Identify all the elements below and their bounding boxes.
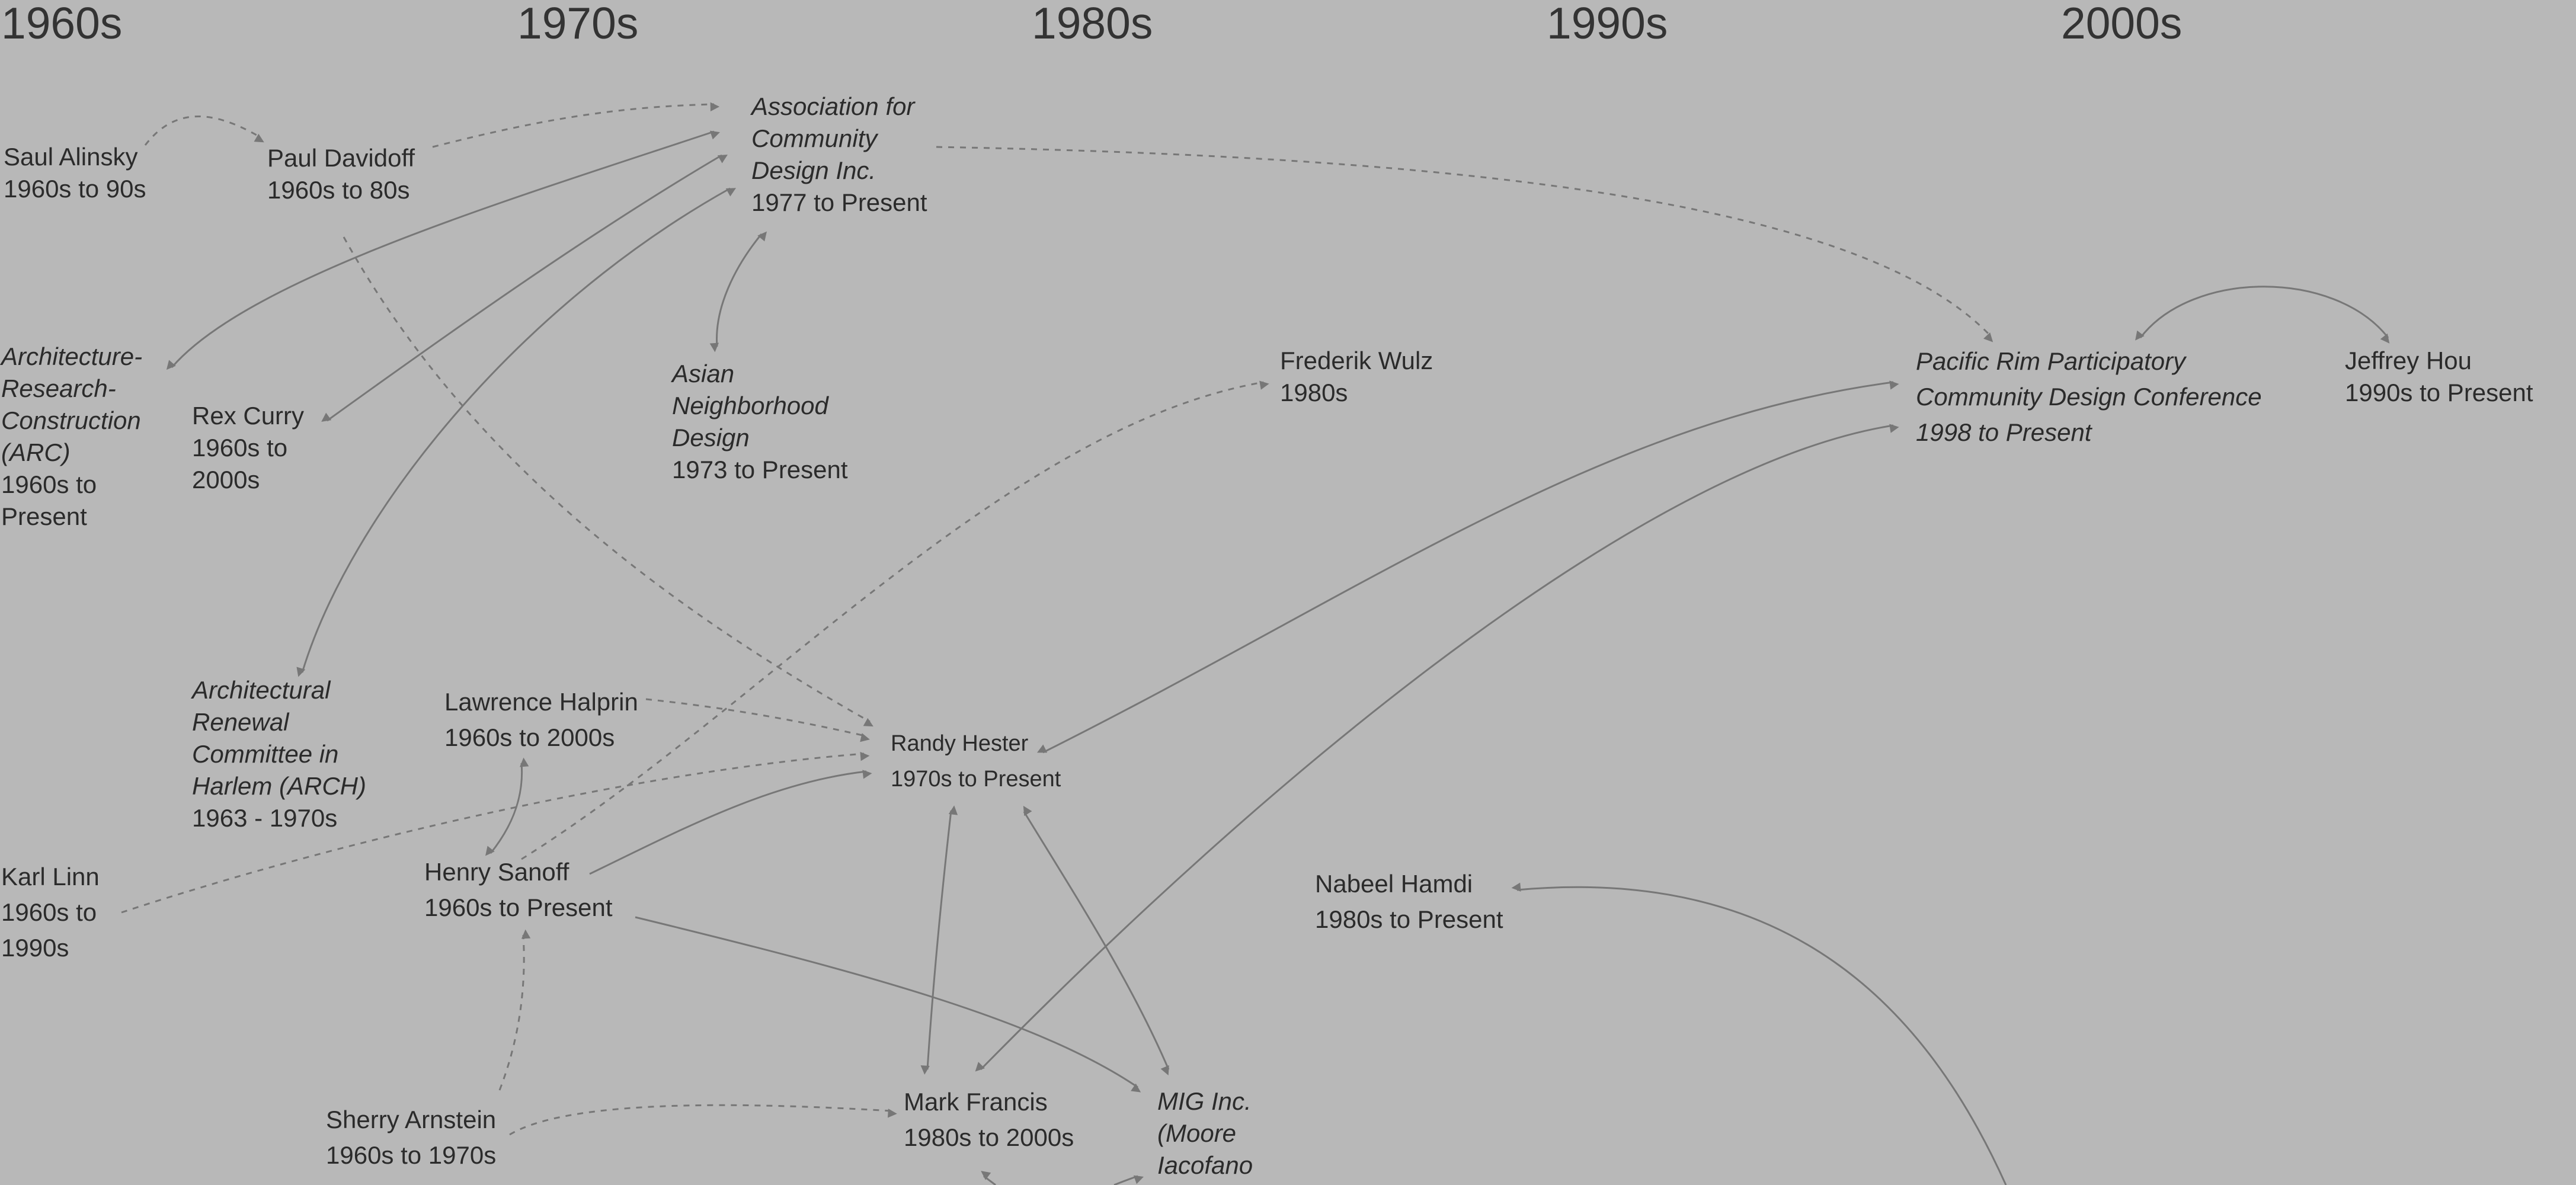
node-pacific-rim-conference[interactable]: Pacific Rim Participatory Community Desi… [1916, 344, 2283, 450]
node-date: 1998 to Present [1916, 418, 2092, 446]
node-lawrence-halprin[interactable]: Lawrence Halprin 1960s to 2000s [444, 684, 638, 755]
node-name: Karl Linn [1, 863, 100, 891]
node-paul-davidoff[interactable]: Paul Davidoff 1960s to 80s [267, 142, 415, 206]
edge-jeffrey-hou-pacific-rim [2135, 286, 2390, 344]
node-date: 1960s to 1970s [326, 1141, 497, 1169]
node-date: 1977 to Present [751, 188, 927, 216]
edge-acd-arc [166, 130, 720, 370]
edge-acd-pacific-rim [936, 146, 1993, 342]
node-date: 1960s to 80s [267, 176, 410, 204]
node-name: MIG Inc. (Moore Iacofano [1157, 1087, 1253, 1179]
edge-lawrence-halprin-randy-hester [645, 698, 870, 742]
node-name: Rex Curry [192, 402, 305, 430]
node-name: Jeffrey Hou [2345, 347, 2472, 374]
node-name: Frederik Wulz [1280, 347, 1433, 374]
edge-sherry-arnstein-henry-sanoff [498, 929, 531, 1091]
edge-acd-arch [296, 187, 736, 677]
node-asian-neighborhood-design[interactable]: Asian Neighborhood Design 1973 to Presen… [672, 358, 848, 486]
node-name: Randy Hester [891, 731, 1029, 756]
node-name: Pacific Rim Participatory Community Desi… [1916, 347, 2262, 411]
node-architecture-research-construction[interactable]: Architecture-Research-Construction (ARC)… [1, 341, 152, 533]
node-association-for-community-design[interactable]: Association for Community Design Inc. 19… [751, 91, 947, 219]
decade-label-1970s: 1970s [517, 0, 639, 48]
edge-mig-offscreen [1113, 1175, 1144, 1185]
node-date: 1960s to Present [424, 893, 613, 921]
node-date: 1980s to Present [1315, 905, 1503, 933]
node-date: 1980s [1280, 379, 1348, 406]
edge-mark-francis-offscreen [981, 1171, 996, 1185]
node-date: 1960s to 2000s [192, 434, 288, 494]
node-date: 1970s to Present [891, 767, 1061, 792]
edge-saul-alinsky-paul-davidoff [144, 116, 264, 146]
node-name: Nabeel Hamdi [1315, 870, 1473, 898]
edge-acd-asian-neighborhood-design [709, 231, 767, 353]
node-rex-curry[interactable]: Rex Curry 1960s to 2000s [192, 400, 316, 496]
edge-randy-hester-mark-francis [920, 805, 958, 1075]
node-karl-linn[interactable]: Karl Linn 1960s to 1990s [1, 859, 114, 966]
node-nabeel-hamdi[interactable]: Nabeel Hamdi 1980s to Present [1315, 866, 1503, 937]
node-date: 1960s to Present [1, 470, 97, 530]
node-name: Architecture-Research-Construction (ARC) [1, 342, 143, 466]
node-date: 1960s to 1990s [1, 898, 97, 962]
edge-henry-sanoff-randy-hester [589, 770, 872, 875]
edge-paul-davidoff-acd [432, 102, 720, 148]
node-sherry-arnstein[interactable]: Sherry Arnstein 1960s to 1970s [326, 1102, 496, 1173]
edge-randy-hester-pacific-rim [1036, 380, 1899, 754]
edge-nabeel-hamdi-offscreen [1511, 882, 2007, 1185]
node-name: Sherry Arnstein [326, 1106, 497, 1133]
edge-sherry-arnstein-mark-francis [509, 1104, 897, 1136]
node-date: 1963 - 1970s [192, 804, 338, 832]
node-name: Asian Neighborhood Design [672, 360, 828, 451]
edge-mark-francis-pacific-rim [975, 424, 1899, 1072]
decade-label-2000s: 2000s [2061, 0, 2183, 48]
decade-label-1980s: 1980s [1032, 0, 1153, 48]
node-name: Association for Community Design Inc. [751, 92, 915, 184]
node-henry-sanoff[interactable]: Henry Sanoff 1960s to Present [424, 854, 613, 925]
node-mig-inc[interactable]: MIG Inc. (Moore Iacofano [1157, 1085, 1276, 1181]
node-date: 1980s to 2000s [904, 1123, 1074, 1151]
node-name: Saul Alinsky [4, 143, 138, 171]
node-name: Architectural Renewal Committee in Harle… [192, 676, 366, 800]
node-date: 1960s to 90s [4, 175, 146, 203]
edge-randy-hester-mig [1023, 806, 1170, 1076]
node-name: Mark Francis [904, 1088, 1048, 1116]
node-name: Lawrence Halprin [444, 688, 638, 716]
decade-label-1990s: 1990s [1547, 0, 1668, 48]
node-mark-francis[interactable]: Mark Francis 1980s to 2000s [904, 1084, 1074, 1155]
node-date: 1960s to 2000s [444, 723, 615, 751]
node-frederik-wulz[interactable]: Frederik Wulz 1980s [1280, 345, 1433, 409]
node-date: 1973 to Present [672, 456, 848, 483]
edge-henry-sanoff-mig [635, 916, 1141, 1093]
edge-lawrence-halprin-henry-sanoff [485, 757, 529, 856]
node-architectural-renewal-committee-harlem[interactable]: Architectural Renewal Committee in Harle… [192, 674, 370, 834]
node-jeffrey-hou[interactable]: Jeffrey Hou 1990s to Present [2345, 345, 2533, 409]
node-date: 1990s to Present [2345, 379, 2533, 406]
node-saul-alinsky[interactable]: Saul Alinsky 1960s to 90s [4, 141, 146, 205]
node-name: Henry Sanoff [424, 858, 569, 886]
node-randy-hester[interactable]: Randy Hester 1970s to Present [891, 726, 1061, 797]
decade-label-1960s: 1960s [1, 0, 123, 48]
node-name: Paul Davidoff [267, 144, 415, 172]
